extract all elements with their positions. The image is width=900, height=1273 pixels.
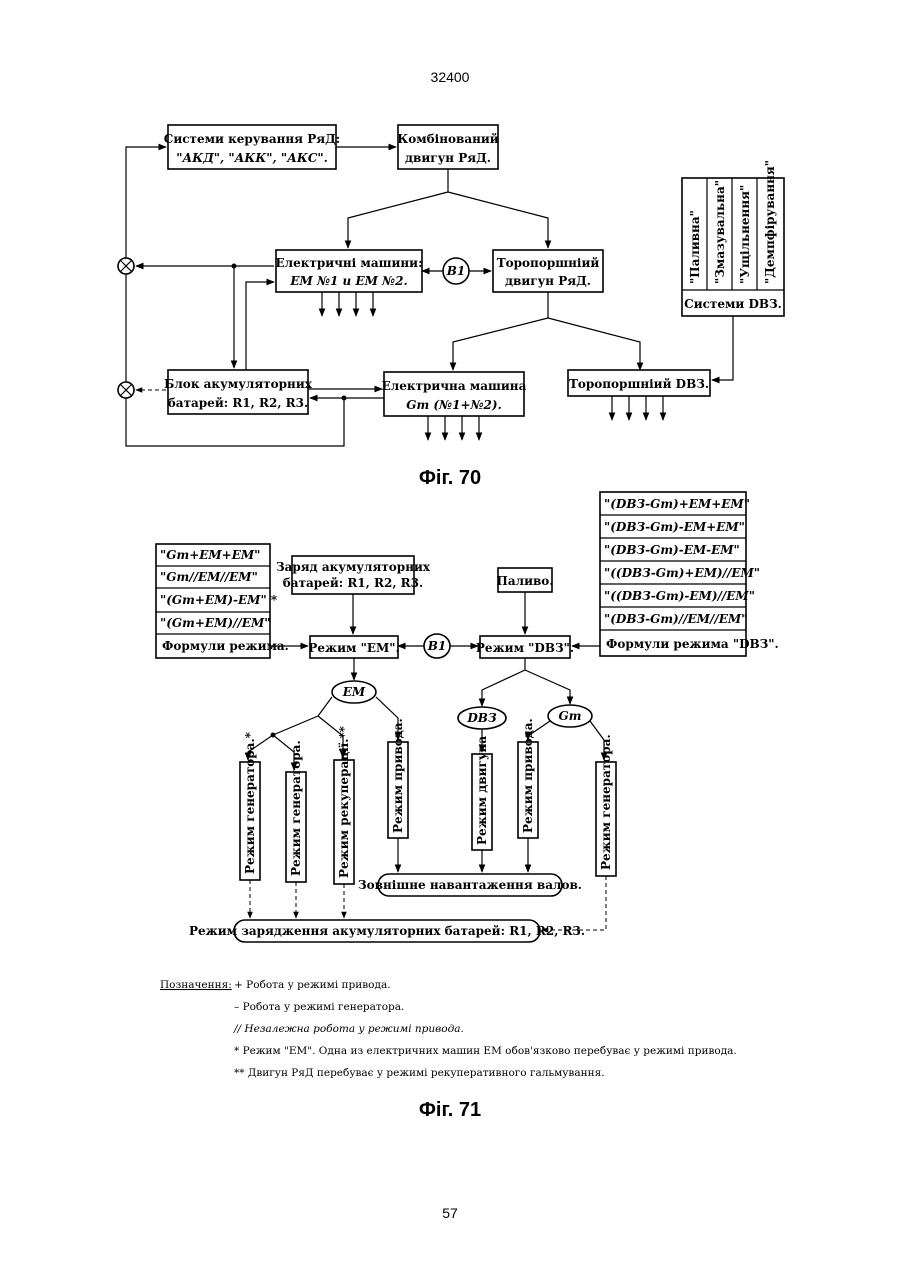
dvz-output-arrows [612,396,663,420]
external-load-label: Зовнішне навантаження валов. [358,878,582,892]
mode-engine-label: Режим двигуна [475,736,489,845]
b1-label-70: В1 [446,264,466,278]
formula-right-label: Формули режима "DВЗ". [606,637,779,651]
arrow-to-electric-machines [348,192,448,248]
formula-right-5: "((DВЗ-Gm)-ЕМ)//ЕМ" [604,589,755,603]
battery-block-line1: Блок акумуляторних [164,377,313,391]
legend-item-minus: – Робота у режимі генератора. [234,1001,404,1013]
combined-engine-line1: Комбінований [397,132,498,146]
dvz-system-damping: "Демпфірування" [763,160,777,284]
charge-batteries-line2: батарей: R1, R2, R3. [283,576,423,590]
legend-item-plus: + Робота у режимі привода. [234,979,391,991]
formula-left-4: "(Gm+ЕМ)//ЕМ" [160,616,270,630]
mode-em-label: Режим "ЕМ". [308,641,399,655]
formula-right-3: "(DВЗ-Gm)-ЕМ-ЕМ" [604,543,740,557]
mode-generator2-label: Режим генератора. [599,734,613,870]
summing-junction-bottom [118,382,134,398]
legend-title: Позначення: [160,979,232,991]
toro-engine-line2: двигун РяД. [505,274,591,288]
control-systems-line1: Системи керування РяД: [164,132,340,146]
b1-label-71: В1 [427,639,447,653]
summing-junction-top [118,258,134,274]
formula-left-3: "(Gm+ЕМ)-ЕМ" * [160,593,278,607]
electric-machines-line1: Електричні машини: [275,256,422,270]
figure-71-caption: Фіг. 71 [419,1099,481,1121]
dvz-system-fuel: "Паливна" [688,210,702,284]
page-code: 32400 [431,69,470,85]
charge-batteries-line1: Заряд акумуляторних [276,560,431,574]
electric-machine-gm-line2: Gm (№1+№2). [406,398,502,412]
formula-right-1: "(DВЗ-Gm)+ЕМ+ЕМ" [604,497,750,511]
mode-drive2-label: Режим привода. [521,718,535,833]
formula-left-1: "Gm+ЕМ+ЕМ" [160,548,260,562]
combined-engine-line2: двигун РяД. [405,151,491,165]
page-number: 57 [442,1205,458,1221]
mode-dvz-label: Режим "DВЗ". [476,641,574,655]
toro-engine-line1: Торопоршніий [497,256,600,270]
fuel-label: Паливо. [497,574,554,588]
legend: Позначення: + Робота у режимі привода. –… [160,979,737,1079]
figure-70: Системи керування РяД: "АКД", "АКК", "АК… [118,125,784,489]
dvz-system-lubrication: "Змазувальна" [713,180,727,284]
formula-right-4: "((DВЗ-Gm)+ЕМ)//ЕМ" [604,566,760,580]
dvz-systems-label: Системи DВЗ. [684,297,782,311]
electric-machines-line2: ЕМ №1 и ЕМ №2. [289,274,407,288]
battery-block-line2: батарей: R1, R2, R3. [168,396,308,410]
formula-left-label: Формули режима. [162,639,289,653]
formula-right-2: "(DВЗ-Gm)-ЕМ+ЕМ" [604,520,745,534]
dvz-engine-label: Торопоршніий DВЗ. [569,377,709,391]
arrow-to-electric-machine-gm [453,318,548,370]
legend-item-star: * Режим "ЕМ". Одна из електричних машин … [234,1045,737,1057]
electric-machine-gm-line1: Електрична машина [382,379,527,393]
arrow-systems-to-dvz [712,316,733,380]
legend-item-double-star: ** Двигун РяД перебуває у режимі рекупер… [234,1067,605,1079]
charging-mode-label: Режим зарядження акумуляторних батарей: … [189,924,585,938]
arrow-to-toro-engine [448,192,548,248]
oval-dvz-label: DВЗ [466,711,497,725]
formula-left-2: "Gm//ЕМ//ЕМ" [160,570,258,584]
formula-right-6: "(DВЗ-Gm)//ЕМ//ЕМ" [604,612,747,626]
control-systems-line2: "АКД", "АКК", "АКС". [176,151,328,165]
legend-item-parallel: // Незалежна робота у режимі привода. [233,1023,464,1035]
feedback-to-control [126,147,166,258]
mode-drive-label: Режим привода. [391,718,405,833]
figure-71: "Gm+ЕМ+ЕМ" "Gm//ЕМ//ЕМ" "(Gm+ЕМ)-ЕМ" * "… [156,492,779,942]
gm-output-arrows [428,416,479,440]
oval-gm-label: Gm [559,709,582,723]
arrow-to-dvz [548,318,640,370]
figure-70-caption: Фіг. 70 [419,467,481,489]
oval-em-label: ЕМ [342,685,366,699]
mode-generator-star-label: Режим генератора.* [243,731,257,874]
dvz-system-sealing: "Ущільнення" [738,185,752,284]
mode-recuperation-label: Режим рекуперації.** [337,725,351,878]
em-output-arrows [322,292,373,316]
mode-generator-label: Режим генератора. [289,740,303,876]
